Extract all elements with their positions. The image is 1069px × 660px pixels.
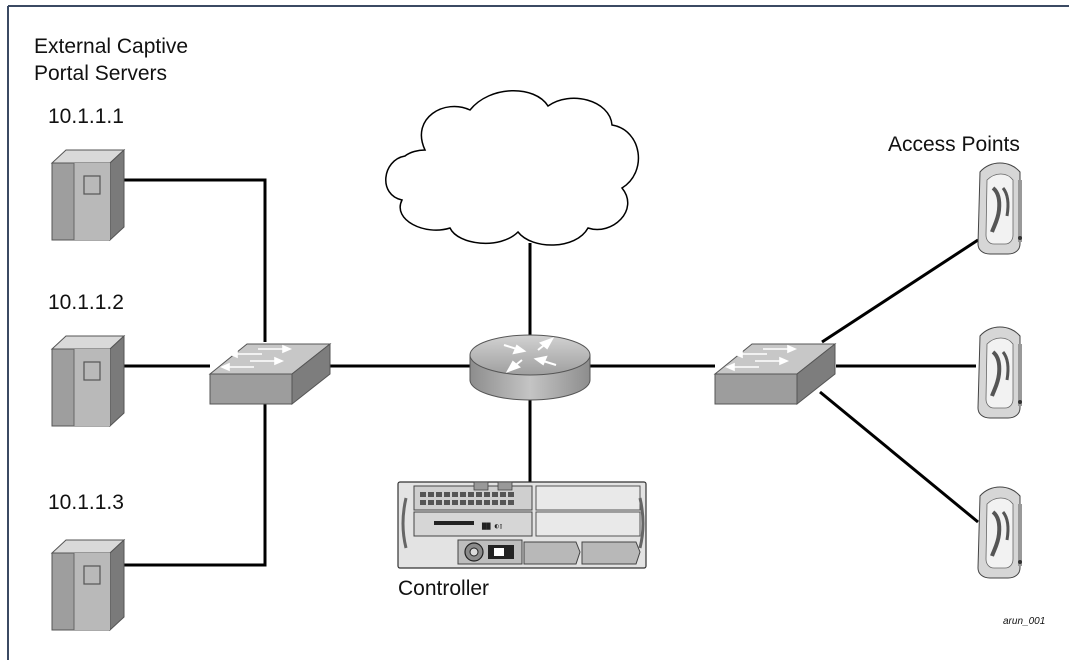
- server-ip-label-2: 10.1.1.2: [48, 291, 124, 314]
- link-server3-switch: [122, 394, 267, 567]
- connection-lines: [122, 178, 979, 567]
- controller-icon: ▇▇ ◐▯: [397, 481, 647, 569]
- access-point-icon: [977, 486, 1022, 579]
- figure-id-label: arun_001: [1003, 616, 1046, 627]
- server-ip-label-1: 10.1.1.1: [48, 105, 124, 128]
- access-point-icon: [977, 326, 1022, 419]
- link-switch-ap1: [821, 238, 979, 344]
- link-server1-switch: [122, 178, 267, 342]
- title-line-2: Portal Servers: [34, 62, 168, 85]
- switch-icon: [713, 342, 837, 406]
- server-icon: [50, 334, 126, 428]
- router-icon: [469, 334, 591, 401]
- cloud-icon: [385, 90, 640, 246]
- link-switch-ap3: [819, 390, 979, 524]
- title-line-1: External Captive: [34, 35, 189, 58]
- access-points-label: Access Points: [888, 133, 1020, 156]
- access-point-icon: [977, 162, 1022, 255]
- controller-label: Controller: [398, 577, 490, 600]
- svg-text:▇▇ ◐▯: ▇▇ ◐▯: [481, 522, 503, 530]
- server-icon: [50, 538, 126, 632]
- server-icon: [50, 148, 126, 242]
- switch-icon: [208, 342, 332, 406]
- server-ip-label-3: 10.1.1.3: [48, 491, 124, 514]
